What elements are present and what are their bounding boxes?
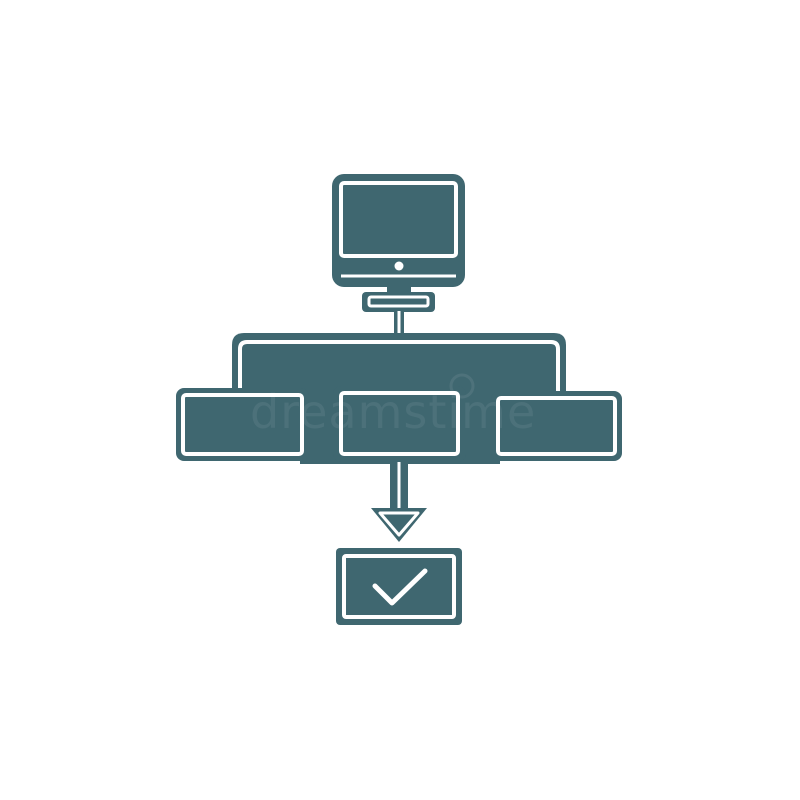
node-center-frame (333, 386, 466, 462)
node-left-outline (181, 393, 304, 456)
bus-bracket-shape (232, 333, 566, 392)
node-right-outline (496, 396, 617, 456)
monitor-stand-base-outline (367, 295, 430, 308)
rectangle-node-center (333, 386, 466, 462)
computer-monitor-icon (332, 174, 465, 312)
result-box-outline (342, 554, 456, 619)
monitor-power-dot (394, 261, 404, 271)
node-left-frame (176, 388, 309, 461)
bus-bracket-outline (238, 340, 560, 392)
watermark-text: dreamstime (250, 385, 536, 439)
diagram-body (176, 174, 622, 625)
rectangle-node-right (491, 391, 622, 461)
monitor-stand-base (362, 292, 435, 312)
checkmark-icon (372, 568, 428, 606)
result-box-frame (336, 548, 462, 625)
arrow-head-outline (378, 511, 420, 537)
monitor-screen-outline (339, 181, 458, 258)
rectangle-node-left (176, 388, 309, 461)
bus-bracket (232, 333, 566, 392)
node-right-frame (491, 391, 622, 461)
watermark-logo (449, 373, 475, 399)
arrow-down-icon (371, 462, 427, 542)
node-center-outline (339, 391, 460, 456)
result-box (336, 548, 462, 625)
monitor-frame (332, 174, 465, 287)
